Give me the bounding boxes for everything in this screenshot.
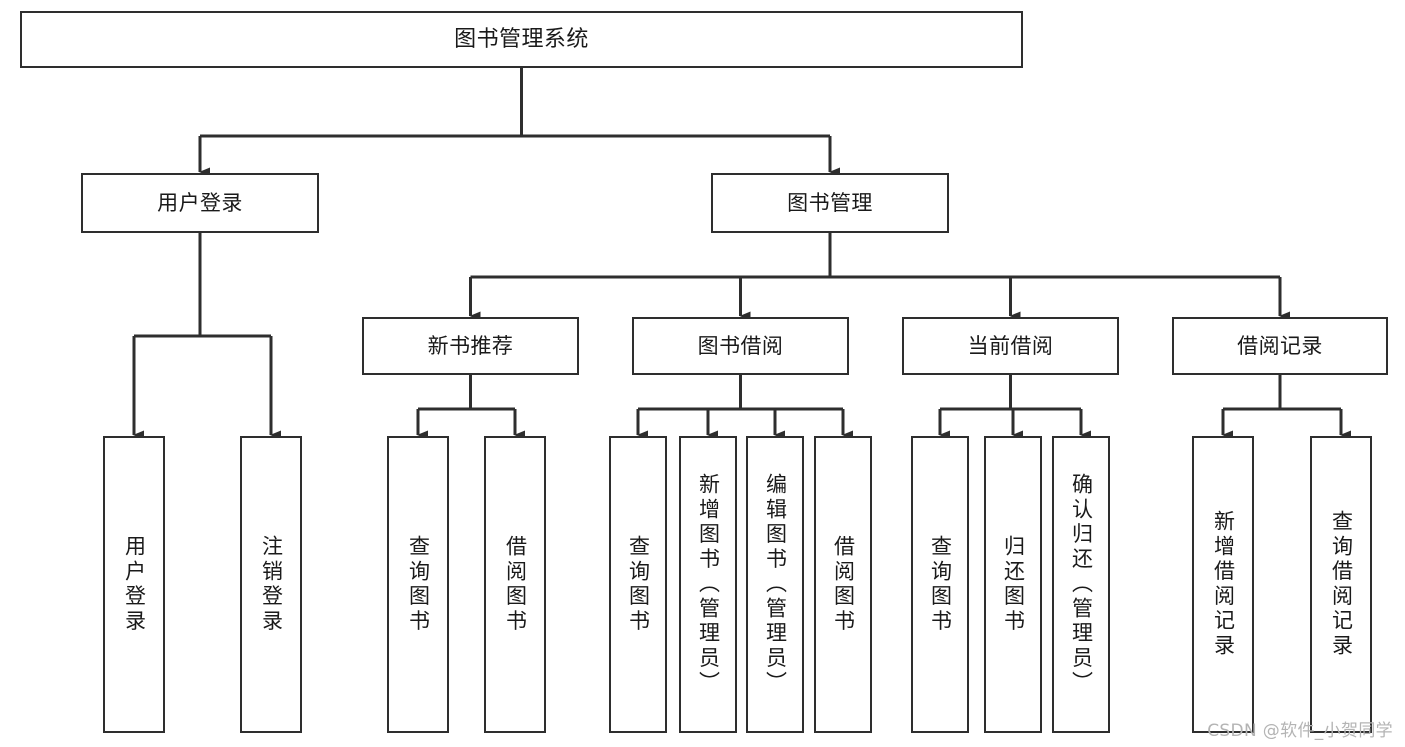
node-borrow-record[interactable]: 借阅记录 (1172, 317, 1388, 375)
node-label: 新增图书（管理员） (696, 472, 721, 697)
node-label: 新书推荐 (427, 333, 514, 358)
node-leaf-confirm-return[interactable]: 确认归还（管理员） (1052, 436, 1110, 733)
node-label: 查询图书 (928, 534, 953, 635)
node-label: 确认归还（管理员） (1069, 472, 1094, 697)
node-root[interactable]: 图书管理系统 (20, 11, 1023, 68)
node-label: 编辑图书（管理员） (763, 472, 788, 697)
node-book-borrow[interactable]: 图书借阅 (632, 317, 849, 375)
node-leaf-add-book[interactable]: 新增图书（管理员） (679, 436, 737, 733)
node-label: 图书管理 (787, 190, 873, 215)
node-label: 借阅图书 (831, 534, 856, 635)
node-label: 新增借阅记录 (1211, 510, 1236, 659)
node-label: 借阅图书 (503, 534, 528, 635)
node-new-book-rec[interactable]: 新书推荐 (362, 317, 579, 375)
node-leaf-borrow-book[interactable]: 借阅图书 (814, 436, 872, 733)
node-label: 当前借阅 (967, 333, 1054, 358)
node-leaf-query-book-cur[interactable]: 查询图书 (911, 436, 969, 733)
node-label: 图书管理系统 (454, 26, 589, 52)
node-label: 图书借阅 (697, 333, 784, 358)
node-leaf-return-book[interactable]: 归还图书 (984, 436, 1042, 733)
node-current-borrow[interactable]: 当前借阅 (902, 317, 1119, 375)
node-leaf-query-book-rec[interactable]: 查询图书 (387, 436, 449, 733)
node-user-login[interactable]: 用户登录 (81, 173, 319, 233)
node-label: 查询图书 (626, 534, 651, 635)
node-leaf-user-login[interactable]: 用户登录 (103, 436, 165, 733)
node-leaf-query-record[interactable]: 查询借阅记录 (1310, 436, 1372, 733)
node-label: 借阅记录 (1237, 333, 1323, 358)
node-label: 用户登录 (122, 534, 147, 635)
node-label: 注销登录 (259, 534, 284, 635)
csdn-watermark: CSDN @软件_小贺同学 (1207, 721, 1393, 741)
node-leaf-logout[interactable]: 注销登录 (240, 436, 302, 733)
node-label: 归还图书 (1001, 534, 1026, 635)
node-leaf-query-book-borrow[interactable]: 查询图书 (609, 436, 667, 733)
node-label: 查询借阅记录 (1329, 510, 1354, 659)
node-label: 用户登录 (157, 190, 243, 215)
node-book-manage[interactable]: 图书管理 (711, 173, 949, 233)
node-leaf-add-record[interactable]: 新增借阅记录 (1192, 436, 1254, 733)
node-leaf-borrow-book-rec[interactable]: 借阅图书 (484, 436, 546, 733)
node-leaf-edit-book[interactable]: 编辑图书（管理员） (746, 436, 804, 733)
node-label: 查询图书 (406, 534, 431, 635)
